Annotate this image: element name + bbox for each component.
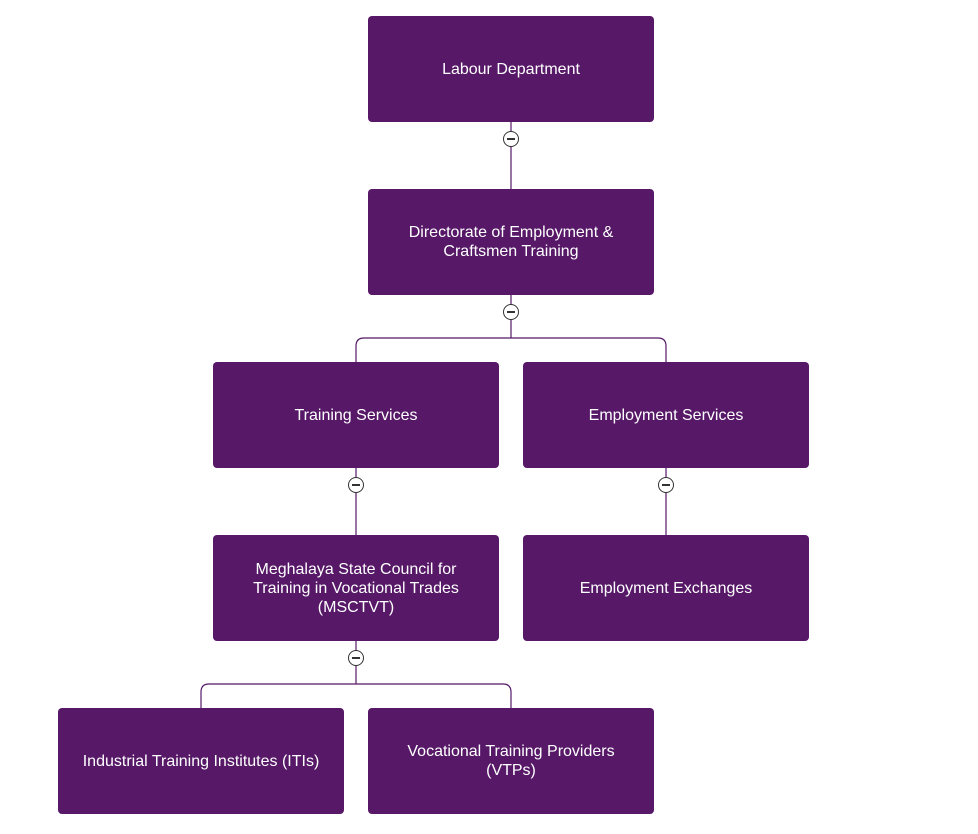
collapse-minus-icon[interactable]: [348, 477, 364, 493]
collapse-minus-icon[interactable]: [658, 477, 674, 493]
node-vocational-training-providers[interactable]: Vocational Training Providers (VTPs): [368, 708, 654, 814]
collapse-minus-icon[interactable]: [503, 131, 519, 147]
node-label: Labour Department: [442, 60, 580, 78]
node-employment-exchanges[interactable]: Employment Exchanges: [523, 535, 809, 641]
collapse-minus-icon[interactable]: [503, 304, 519, 320]
node-msctvt[interactable]: Meghalaya State Council for Training in …: [213, 535, 499, 641]
node-label: Meghalaya State Council for Training in …: [253, 560, 459, 616]
node-employment-services[interactable]: Employment Services: [523, 362, 809, 468]
node-label: Directorate of Employment & Craftsmen Tr…: [408, 224, 614, 260]
collapse-minus-icon[interactable]: [348, 650, 364, 666]
node-directorate-employment-craftsmen-training[interactable]: Directorate of Employment & Craftsmen Tr…: [368, 189, 654, 295]
node-label: Training Services: [294, 406, 418, 424]
node-label: Employment Services: [588, 406, 744, 424]
node-label: Employment Exchanges: [579, 579, 753, 597]
node-label: Industrial Training Institutes (ITIs): [82, 752, 320, 770]
node-label: Vocational Training Providers (VTPs): [407, 743, 615, 779]
node-labour-department[interactable]: Labour Department: [368, 16, 654, 122]
node-industrial-training-institutes[interactable]: Industrial Training Institutes (ITIs): [58, 708, 344, 814]
node-training-services[interactable]: Training Services: [213, 362, 499, 468]
